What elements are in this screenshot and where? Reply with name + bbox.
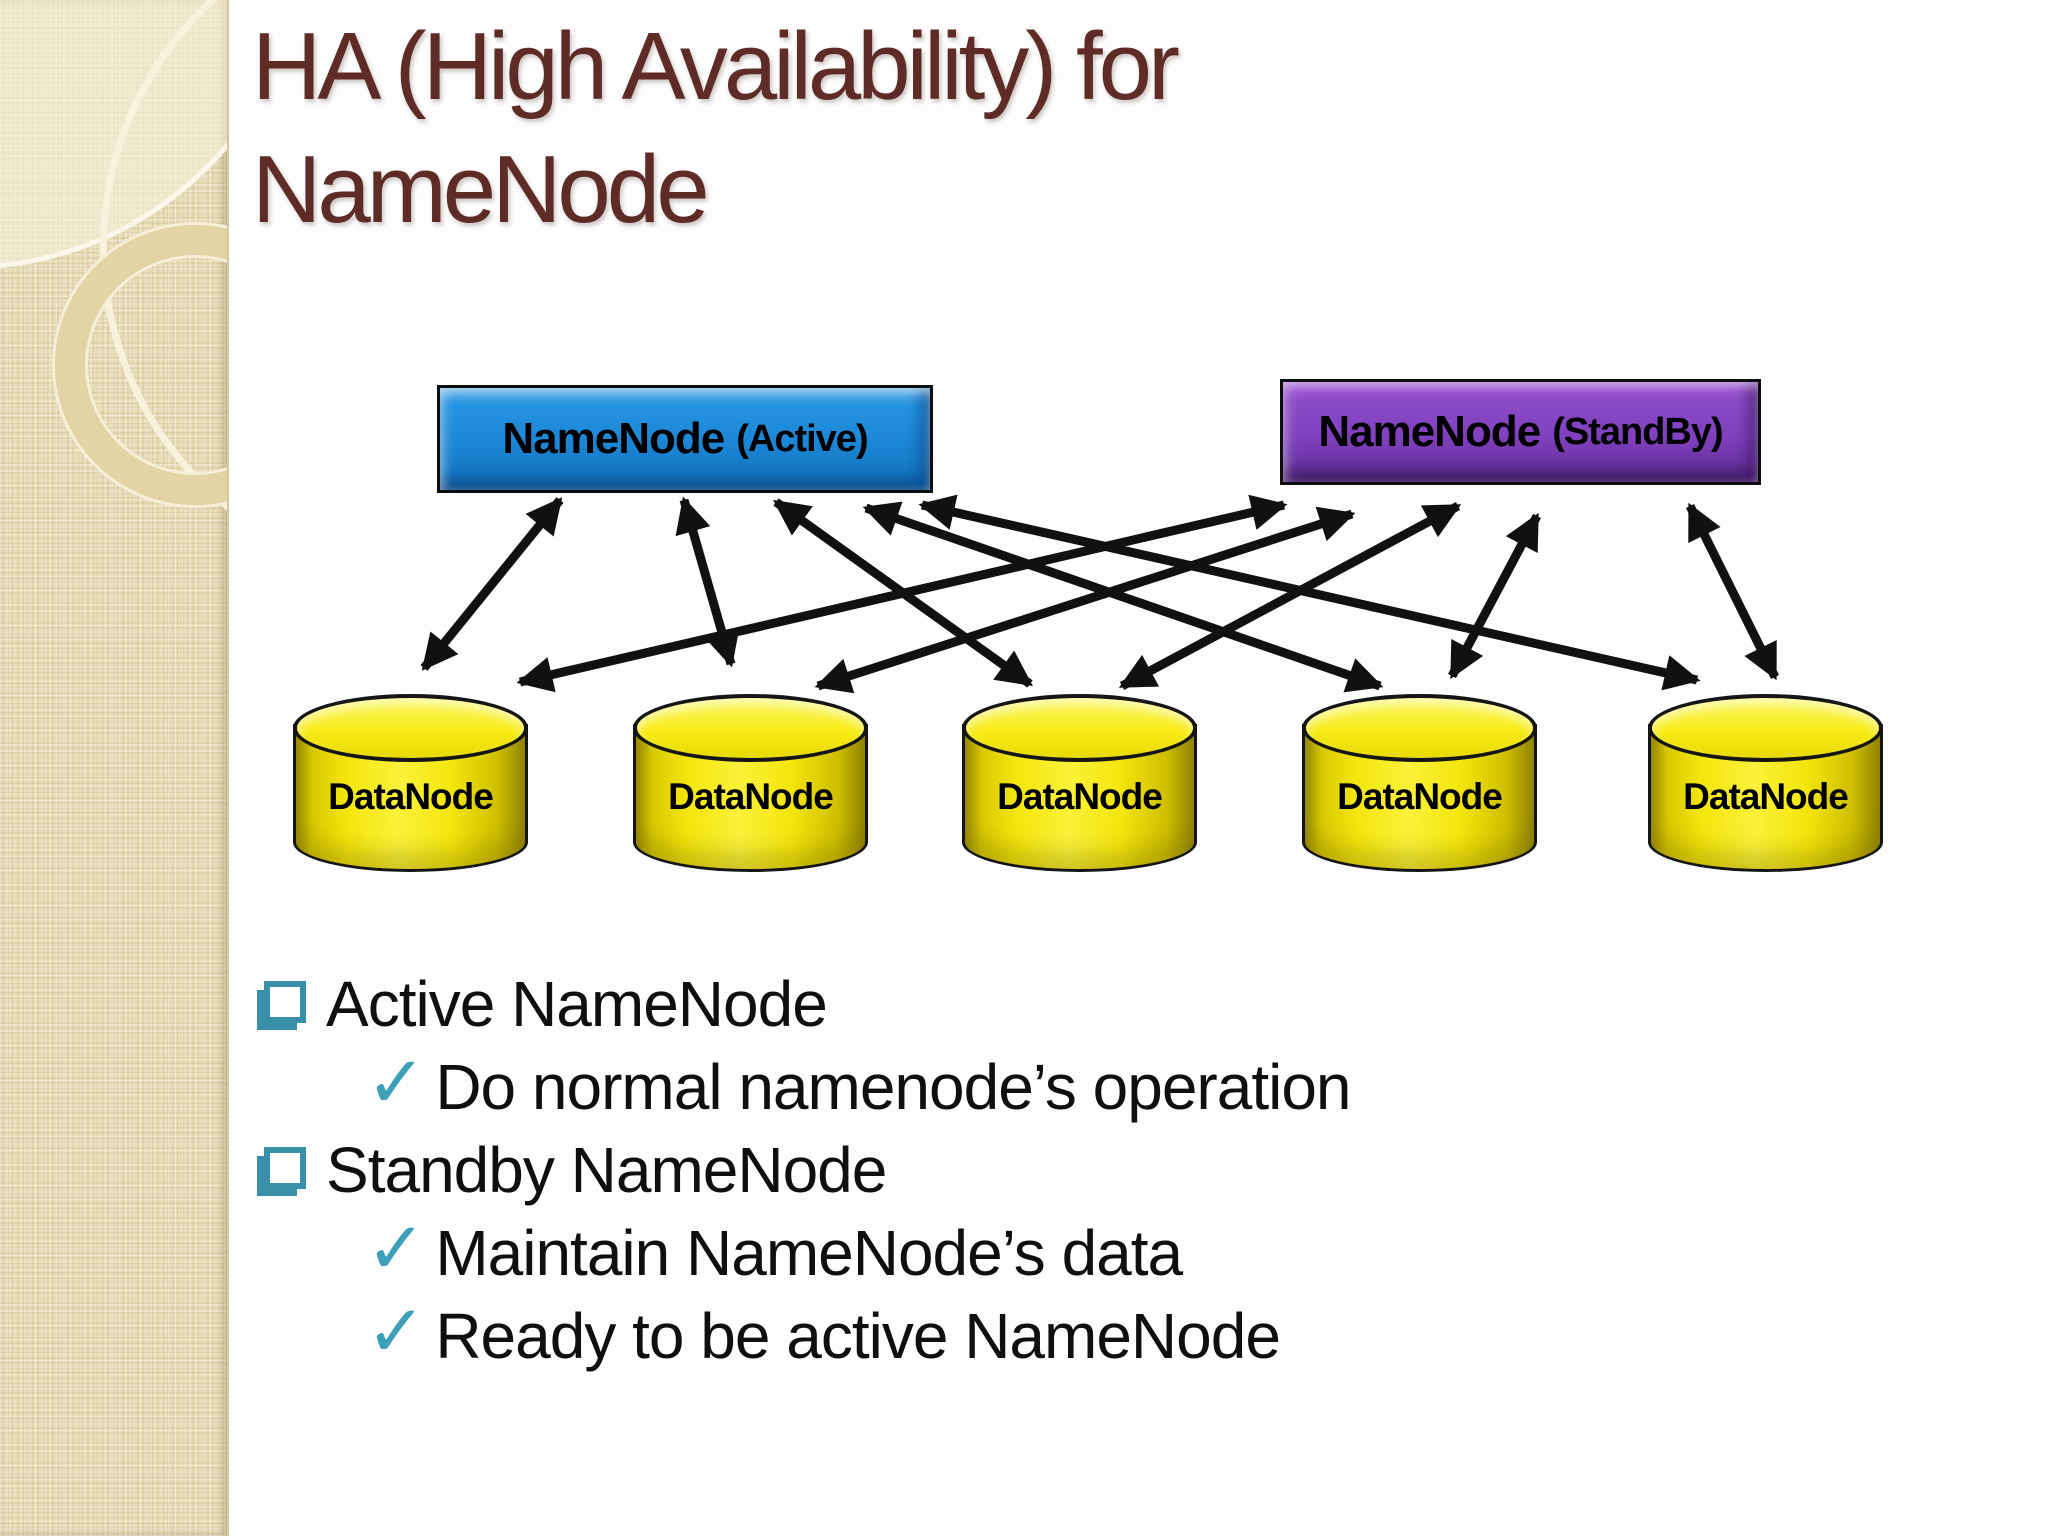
bullet-text: Ready to be active NameNode [435,1299,1281,1372]
datanode-cylinder-1: DataNode [293,694,528,872]
bullet-text: Standby NameNode [326,1133,887,1206]
bullet-text: Maintain NameNode’s data [435,1216,1183,1289]
datanode-label: DataNode [1337,776,1503,817]
check-icon: ✓ [366,1291,426,1372]
arrow-standby-datanode1 [516,494,1288,693]
namenode-active-name: NameNode [502,414,725,463]
datanode-label: DataNode [1683,776,1849,817]
arrow-standby-datanode4 [1448,512,1541,680]
arrow-standby-datanode3 [1118,502,1462,690]
datanode-cylinder-2: DataNode [633,694,868,872]
slide-title: HA (High Availability) for NameNode [252,13,1180,243]
bullet-item-do-normal-operation: ✓ Do normal namenode’s operation [262,1045,1822,1128]
namenode-active-box: NameNode (Active) [437,385,933,493]
bullet-item-active-namenode: Active NameNode [262,962,1822,1045]
arrow-standby-datanode5 [1685,502,1780,681]
datanode-label: DataNode [668,776,834,817]
cylinder-top-shape [633,694,868,762]
arrow-active-datanode2 [675,496,740,668]
namenode-standby-box: NameNode (StandBy) [1280,379,1761,485]
bullet-item-ready-to-be-active: ✓ Ready to be active NameNode [262,1294,1822,1377]
check-icon: ✓ [366,1042,426,1123]
sidebar-donut-ring-decoration [55,225,227,505]
bullet-item-standby-namenode: Standby NameNode [262,1128,1822,1211]
bullet-item-maintain-data: ✓ Maintain NameNode’s data [262,1211,1822,1294]
bullet-text: Do normal namenode’s operation [435,1050,1351,1123]
datanode-label: DataNode [997,776,1163,817]
check-icon: ✓ [366,1208,426,1289]
arrow-active-datanode5 [918,494,1701,691]
datanode-label: DataNode [328,776,494,817]
datanode-cylinder-3: DataNode [962,694,1197,872]
arrow-active-datanode1 [420,497,564,671]
bullet-list: Active NameNode ✓ Do normal namenode’s o… [262,962,1822,1377]
sidebar-decoration [0,0,229,1536]
datanode-cylinder-5: DataNode [1648,694,1883,872]
namenode-active-qualifier: (Active) [736,417,868,460]
arrow-active-datanode3 [773,498,1033,688]
square-bullet-icon [264,980,306,1023]
cylinder-top-shape [1302,694,1537,762]
cylinder-top-shape [962,694,1197,762]
datanode-cylinder-4: DataNode [1302,694,1537,872]
cylinder-top-shape [1648,694,1883,762]
bullet-text: Active NameNode [326,967,828,1040]
square-bullet-icon [264,1146,306,1189]
arrow-standby-datanode2 [814,506,1356,694]
cylinder-top-shape [293,694,528,762]
namenode-standby-qualifier: (StandBy) [1552,410,1723,453]
arrow-active-datanode4 [862,501,1384,693]
namenode-standby-name: NameNode [1318,407,1541,456]
